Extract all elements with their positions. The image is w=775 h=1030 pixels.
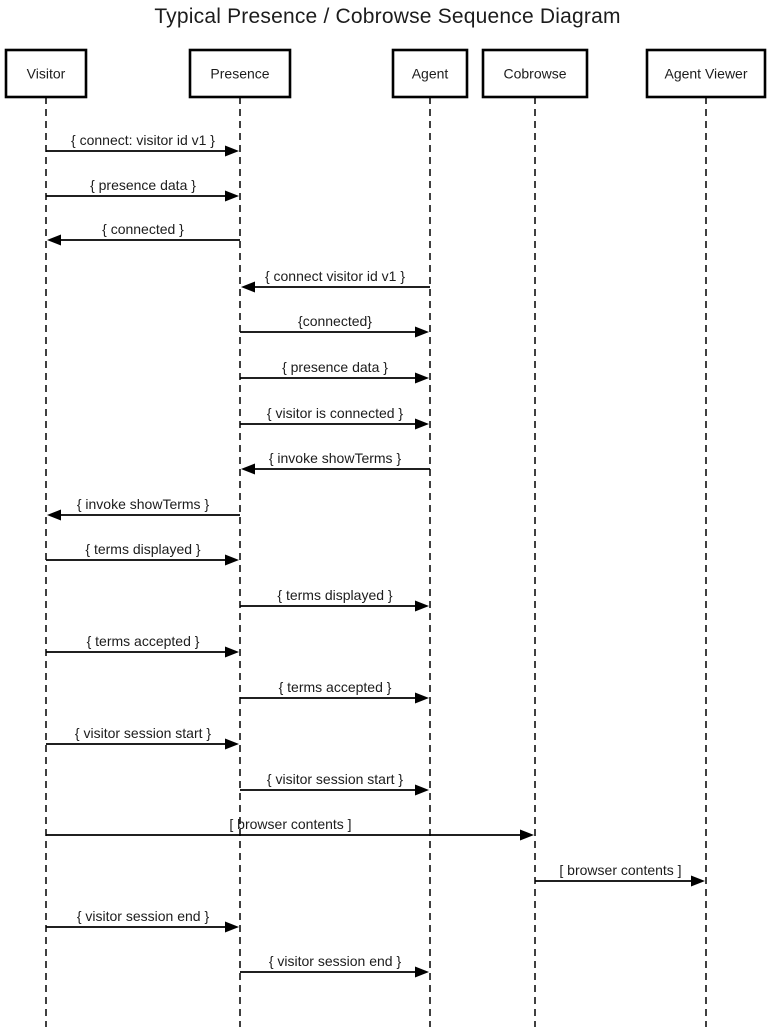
message-arrowhead-icon [415, 418, 429, 430]
message-label: { invoke showTerms } [269, 450, 402, 466]
message-18: { visitor session end } [46, 908, 239, 933]
message-5: {connected} [240, 313, 429, 338]
message-arrowhead-icon [415, 692, 429, 704]
actor-visitor: Visitor [4, 48, 88, 99]
message-13: { terms accepted } [240, 679, 429, 704]
message-label: [ browser contents ] [229, 816, 351, 832]
message-3: { connected } [47, 221, 240, 246]
message-8: { invoke showTerms } [241, 450, 430, 475]
message-arrowhead-icon [225, 190, 239, 202]
message-label: { presence data } [282, 359, 388, 375]
actor-box-agent [391, 48, 469, 99]
actor-agent_viewer: Agent Viewer [645, 48, 767, 99]
message-14: { visitor session start } [46, 725, 239, 750]
message-arrowhead-icon [225, 145, 239, 157]
message-15: { visitor session start } [240, 771, 429, 796]
message-12: { terms accepted } [46, 633, 239, 658]
actor-label-presence: Presence [210, 66, 269, 82]
message-label: { visitor session start } [267, 771, 403, 787]
actor-label-cobrowse: Cobrowse [503, 66, 566, 82]
message-label: { terms displayed } [85, 541, 200, 557]
message-label: { connect visitor id v1 } [265, 268, 405, 284]
message-arrowhead-icon [225, 554, 239, 566]
actor-presence: Presence [188, 48, 292, 99]
message-label: { visitor is connected } [267, 405, 404, 421]
message-arrowhead-icon [415, 600, 429, 612]
actor-box-presence [188, 48, 292, 99]
message-7: { visitor is connected } [240, 405, 429, 430]
message-4: { connect visitor id v1 } [241, 268, 430, 293]
message-17: [ browser contents ] [535, 862, 705, 887]
message-label: { invoke showTerms } [77, 496, 210, 512]
message-label: {connected} [298, 313, 372, 329]
message-arrowhead-icon [415, 966, 429, 978]
message-label: { connected } [102, 221, 184, 237]
actor-label-visitor: Visitor [27, 66, 66, 82]
message-arrowhead-icon [691, 875, 705, 887]
message-label: { visitor session start } [75, 725, 211, 741]
message-arrowhead-icon [520, 829, 534, 841]
actor-box-agent_viewer [645, 48, 767, 99]
message-arrowhead-icon [47, 509, 61, 521]
message-arrowhead-icon [225, 921, 239, 933]
message-arrowhead-icon [225, 738, 239, 750]
actor-label-agent: Agent [412, 66, 449, 82]
message-arrowhead-icon [415, 784, 429, 796]
actor-cobrowse: Cobrowse [481, 48, 589, 99]
actor-label-agent_viewer: Agent Viewer [664, 66, 747, 82]
message-label: { visitor session end } [77, 908, 210, 924]
diagram-title: Typical Presence / Cobrowse Sequence Dia… [154, 5, 621, 28]
message-label: { terms accepted } [279, 679, 392, 695]
message-2: { presence data } [46, 177, 239, 202]
message-19: { visitor session end } [240, 953, 429, 978]
message-arrowhead-icon [225, 646, 239, 658]
message-arrowhead-icon [47, 234, 61, 246]
actor-box-visitor [4, 48, 88, 99]
actor-agent: Agent [391, 48, 469, 99]
message-label: { terms accepted } [87, 633, 200, 649]
message-label: { visitor session end } [269, 953, 402, 969]
message-label: { presence data } [90, 177, 196, 193]
message-arrowhead-icon [241, 463, 255, 475]
actor-box-cobrowse [481, 48, 589, 99]
message-16: [ browser contents ] [46, 816, 534, 841]
message-9: { invoke showTerms } [47, 496, 240, 521]
message-11: { terms displayed } [240, 587, 429, 612]
message-6: { presence data } [240, 359, 429, 384]
message-arrowhead-icon [415, 326, 429, 338]
message-label: [ browser contents ] [559, 862, 681, 878]
message-label: { terms displayed } [277, 587, 392, 603]
message-arrowhead-icon [415, 372, 429, 384]
message-1: { connect: visitor id v1 } [46, 132, 239, 157]
message-label: { connect: visitor id v1 } [71, 132, 215, 148]
message-arrowhead-icon [241, 281, 255, 293]
message-10: { terms displayed } [46, 541, 239, 566]
